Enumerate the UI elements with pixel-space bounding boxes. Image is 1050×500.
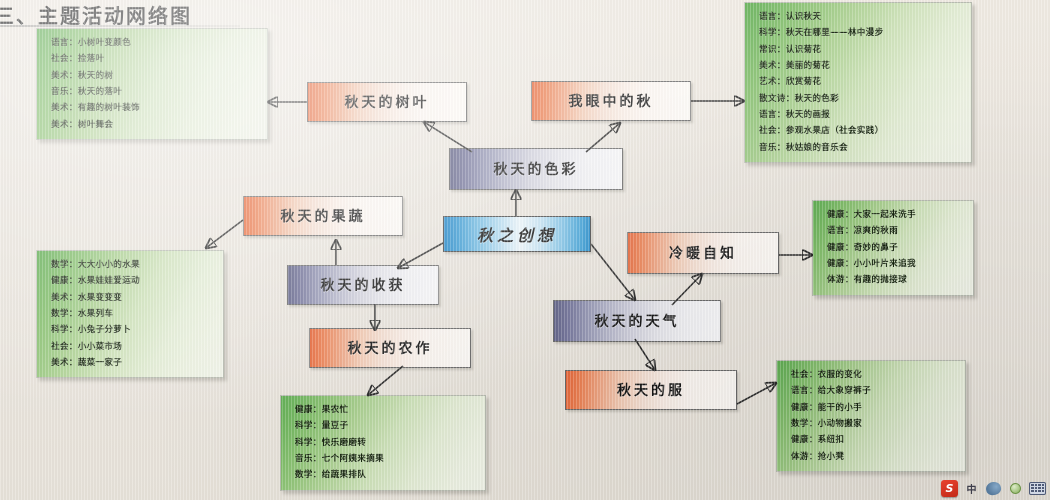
node-autumn-weather[interactable]: 秋天的天气 [553,300,721,342]
list-item: 语言：给大象穿裤子 [791,386,872,397]
list-box-my-autumn: 语言：认识秋天 科学：秋天在哪里——林中漫步 常识：认识菊花 美术：美丽的菊花 … [744,2,972,163]
keyboard-icon[interactable] [1029,480,1046,497]
list-item: 美术：秋天的树 [51,70,114,81]
list-item: 健康：系纽扣 [791,435,845,446]
list-item: 语言：小树叶变颜色 [51,38,132,48]
node-autumn-fruit-vegetables[interactable]: 秋天的果蔬 [243,196,403,236]
list-item: 数学：给蔬果排队 [295,470,367,481]
list-item: 数学：大大小小的水果 [51,260,141,270]
list-box-clothes: 社会：衣服的变化 语言：给大象穿裤子 健康：能干的小手 数学：小动物搬家 健康：… [776,360,966,472]
list-item: 语言：认识秋天 [759,12,822,22]
list-item: 美术：树叶舞会 [51,119,114,130]
node-center-autumn-creative-ideas[interactable]: 秋之创想 [443,216,591,252]
list-item: 社会：小小菜市场 [51,341,123,352]
node-label: 秋天的树叶 [344,95,430,111]
list-item: 音乐：秋姑娘的音乐会 [759,142,849,153]
list-item: 数学：小动物搬家 [791,418,863,429]
node-autumn-harvest[interactable]: 秋天的收获 [287,265,439,305]
list-item: 健康：能干的小手 [791,402,863,413]
list-box-leaves: 语言：小树叶变颜色 社会：捡落叶 美术：秋天的树 音乐：秋天的落叶 美术：有趣的… [36,28,268,140]
list-item: 音乐：七个阿姨来摘果 [295,453,385,464]
list-item: 社会：参观水果店（社会实践） [759,126,884,137]
list-box-warm-cold: 健康：大家一起来洗手 语言：凉爽的秋雨 健康：奇妙的鼻子 健康：小小叶片来追我 … [812,200,974,296]
list-item: 美术：蔬菜一家子 [51,357,123,368]
node-autumn-farming[interactable]: 秋天的农作 [309,328,471,368]
node-label: 秋天的收获 [320,278,406,294]
list-item: 音乐：秋天的落叶 [51,86,123,97]
list-item: 语言：凉爽的秋雨 [827,226,899,237]
list-item: 科学：小兔子分萝卜 [51,325,132,336]
list-item: 健康：小小叶片来追我 [827,258,917,269]
list-item: 艺术：欣赏菊花 [759,77,822,88]
list-item: 美术：美丽的菊花 [759,60,831,71]
node-my-autumn[interactable]: 我眼中的秋 [531,81,691,121]
list-item: 语言：秋天的画报 [759,109,831,120]
list-item: 美术：有趣的树叶装饰 [51,103,141,114]
list-item: 科学：快乐磨磨转 [295,437,367,448]
list-item: 科学：量豆子 [295,421,349,432]
list-item: 美术：水果变变变 [51,292,123,303]
list-item: 健康：水果娃娃爱运动 [51,276,141,287]
node-label: 冷暖自知 [669,246,737,262]
node-autumn-clothes[interactable]: 秋天的服 [565,370,737,410]
node-warm-cold-self-aware[interactable]: 冷暖自知 [627,232,779,274]
node-label: 秋天的色彩 [493,162,579,178]
page-title: 三、主题活动网络图 [0,4,192,28]
list-item: 常识：认识菊花 [759,44,822,55]
node-label: 秋天的农作 [347,341,433,357]
list-item: 健康：大家一起来洗手 [827,210,917,220]
ime-toolbar: S 中 [937,476,1050,500]
chinese-mode-icon[interactable]: 中 [966,484,977,496]
moon-icon[interactable] [984,480,1003,497]
list-item: 健康：奇妙的鼻子 [827,242,899,253]
list-item: 科学：秋天在哪里——林中漫步 [759,28,884,39]
list-box-fruit: 数学：大大小小的水果 健康：水果娃娃爱运动 美术：水果变变变 数学：水果列车 科… [36,250,224,379]
node-autumn-leaves[interactable]: 秋天的树叶 [307,82,467,122]
list-item: 体游：有趣的抛接球 [827,275,908,286]
list-item: 社会：衣服的变化 [791,370,863,380]
sogou-logo-icon[interactable]: S [941,479,958,497]
node-label: 秋之创想 [476,226,557,245]
list-box-farming: 健康：果农忙 科学：量豆子 科学：快乐磨磨转 音乐：七个阿姨来摘果 数学：给蔬果… [280,395,486,491]
list-item: 健康：果农忙 [295,405,349,415]
dot-icon[interactable] [1007,480,1024,497]
list-item: 社会：捡落叶 [51,54,105,65]
title-divider [0,25,240,27]
node-label: 秋天的服 [617,383,685,399]
list-item: 体游：抢小凳 [791,451,845,462]
node-label: 秋天的果蔬 [280,209,366,225]
list-item: 散文诗：秋天的色彩 [759,93,840,104]
node-autumn-colors[interactable]: 秋天的色彩 [449,148,623,190]
node-label: 秋天的天气 [594,314,680,330]
node-label: 我眼中的秋 [568,94,654,110]
list-item: 数学：水果列车 [51,308,114,319]
